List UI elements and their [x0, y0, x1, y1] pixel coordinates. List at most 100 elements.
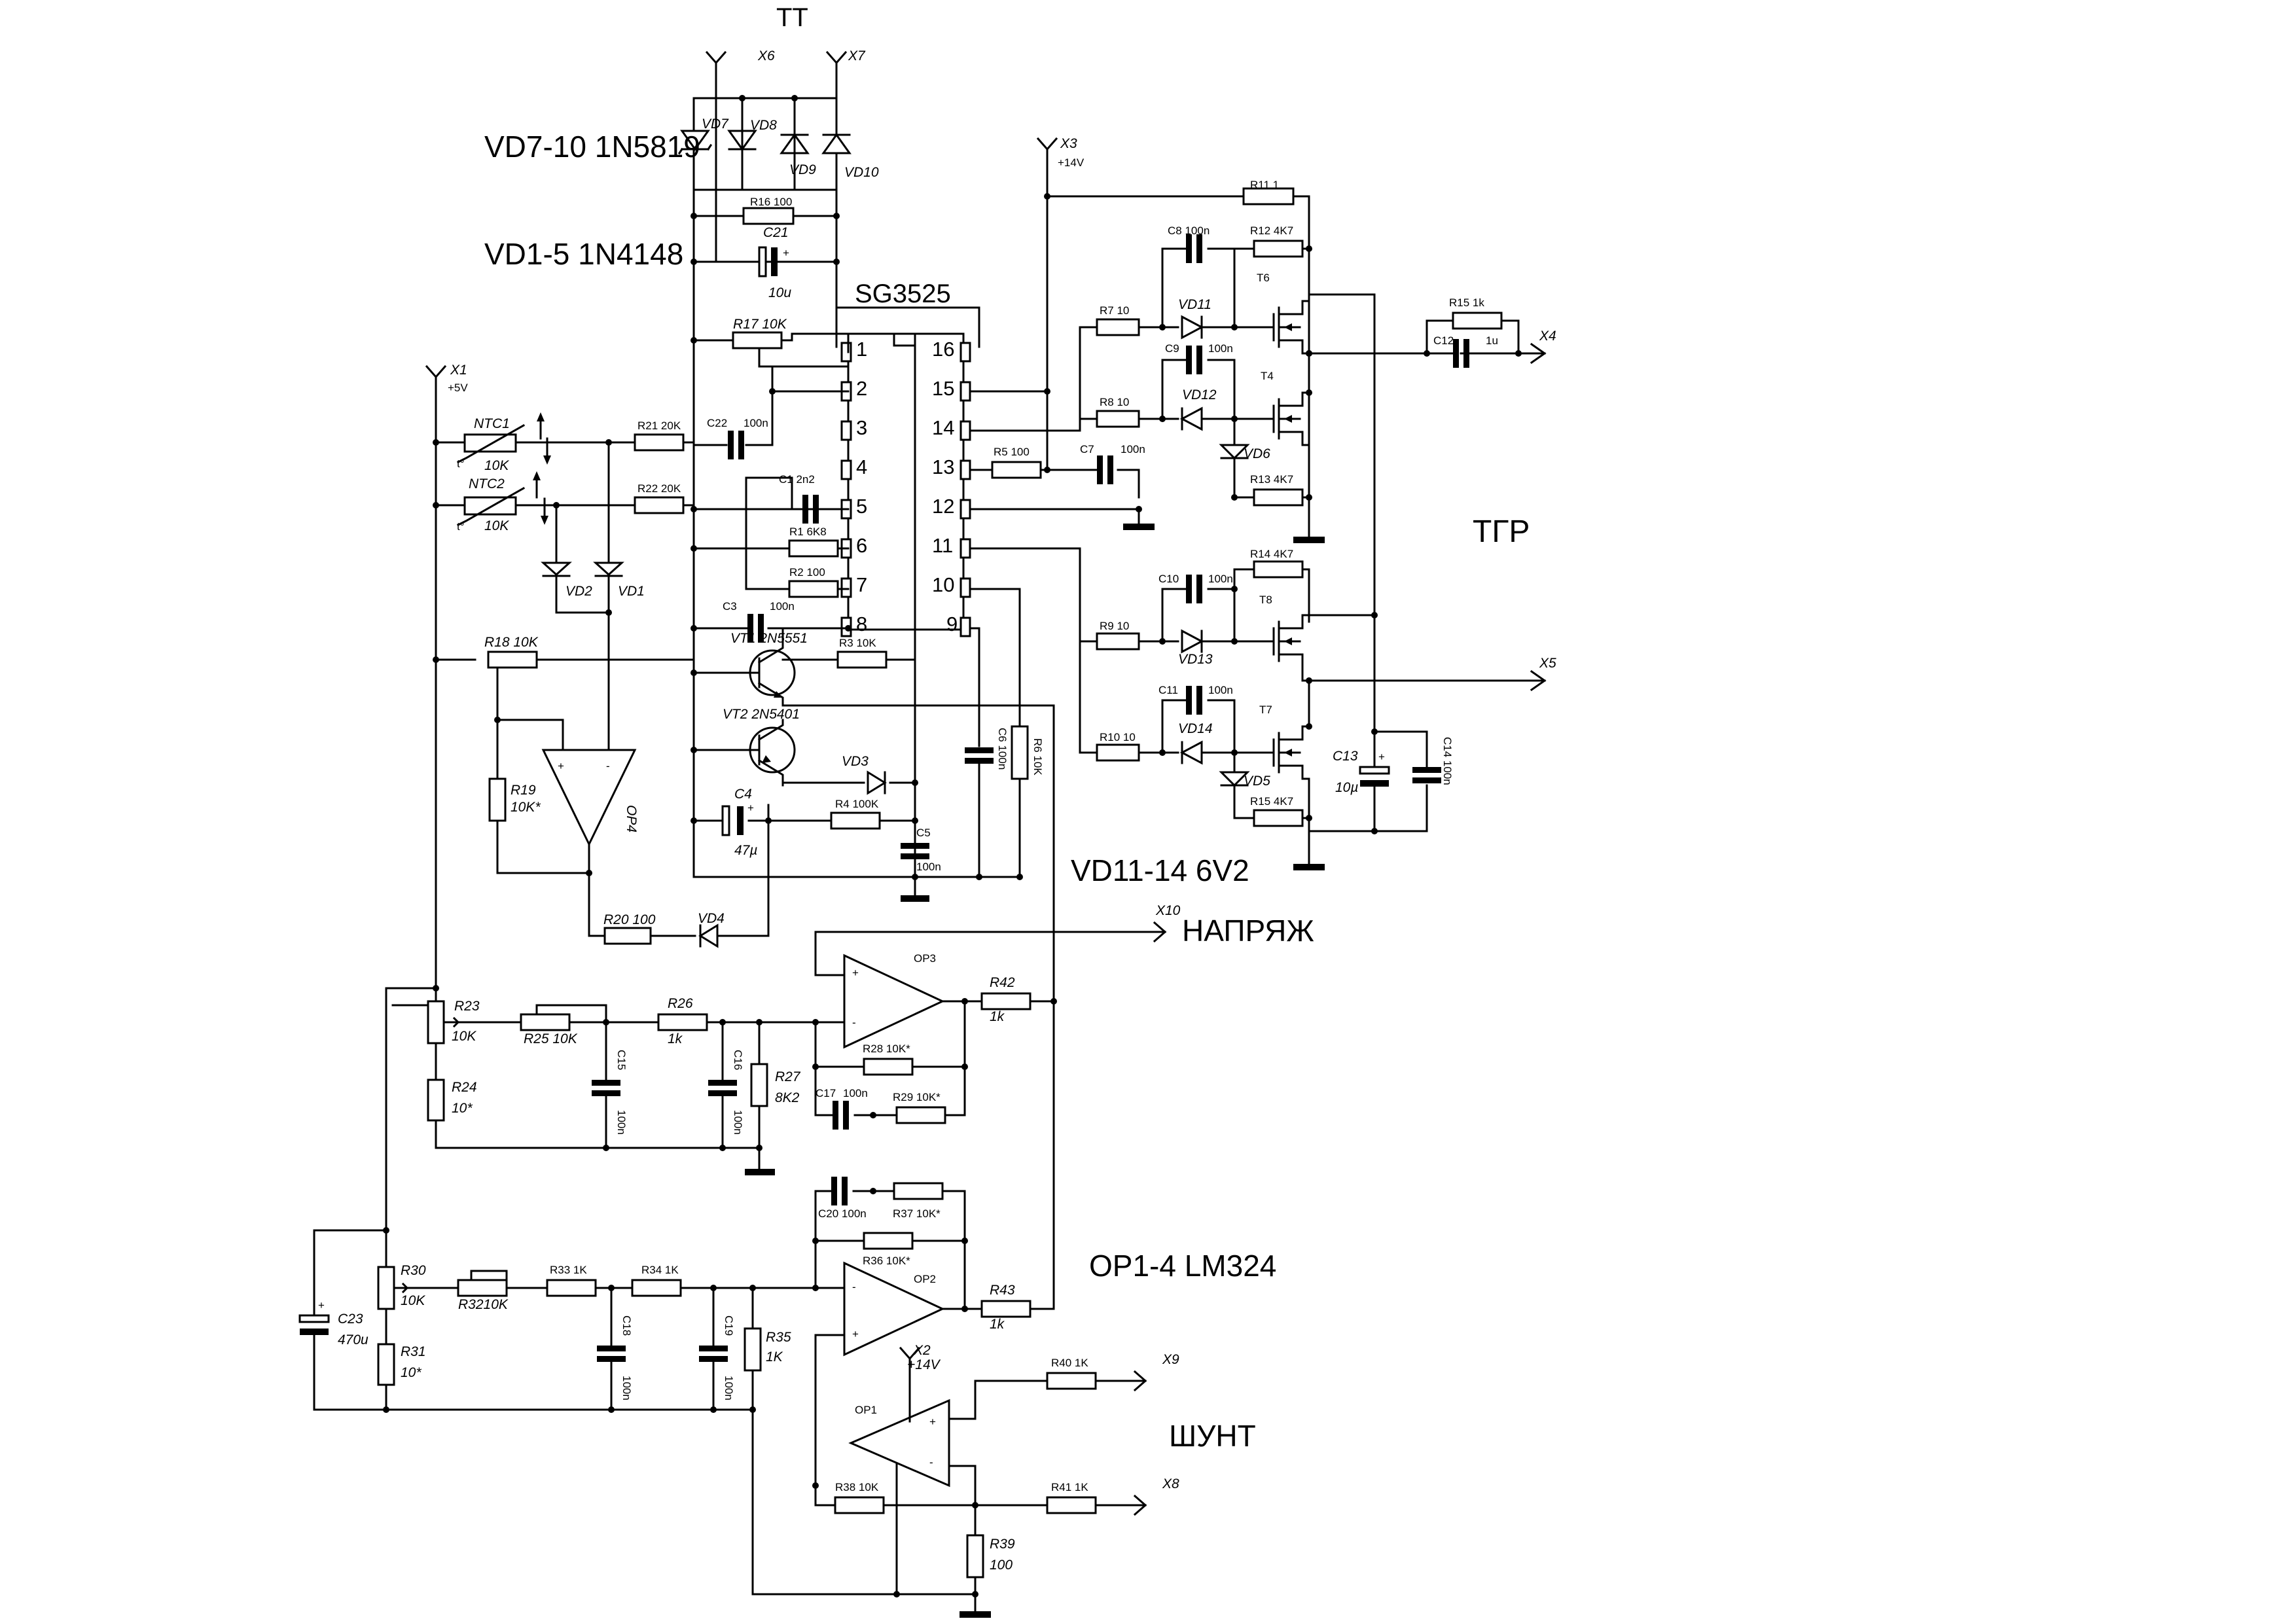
c8-label: C8 100n — [1168, 224, 1210, 237]
r42-value: 1k — [990, 1009, 1005, 1024]
r2-label: R2 100 — [789, 566, 825, 579]
r2-resistor — [788, 580, 839, 598]
x8-label: X8 — [1162, 1476, 1179, 1491]
op1-amplifier — [848, 1399, 950, 1488]
vd14-label: VD14 — [1178, 721, 1213, 736]
r10-label: R10 10 — [1100, 731, 1136, 743]
r32-potentiometer — [457, 1279, 508, 1297]
pin9-10-network: C6 100n R6 10K — [965, 588, 1044, 880]
r35-resistor — [744, 1327, 762, 1372]
r35-label: R35 — [766, 1330, 791, 1345]
pin-4: 4 — [856, 455, 867, 478]
r41-label: R41 1K — [1051, 1481, 1088, 1493]
c4-value: 47µ — [734, 843, 757, 858]
c4-capacitor — [721, 805, 730, 836]
r22-label: R22 20K — [637, 482, 681, 495]
r23-value: 10K — [452, 1029, 476, 1044]
r16-resistor — [742, 207, 795, 225]
op4-block: R18 10K + - OP4 R19 10K* R20 100 VD4 — [433, 635, 770, 948]
vd7-diode — [680, 130, 710, 151]
c21-value: 10u — [768, 285, 791, 300]
r38-label: R38 10K — [835, 1481, 879, 1493]
vd11-diode — [1181, 315, 1204, 340]
c15-capacitor — [592, 1080, 620, 1086]
c17-value: 100n — [843, 1087, 868, 1099]
ntc2-thermistor — [463, 496, 517, 516]
x7-label: X7 — [848, 48, 866, 63]
r7-label: R7 10 — [1100, 304, 1129, 317]
r5-label: R5 100 — [994, 446, 1030, 458]
x1-connector — [425, 365, 447, 990]
r20-label: R20 100 — [603, 912, 656, 927]
c1-capacitor — [802, 495, 808, 524]
r25-potentiometer — [520, 1013, 571, 1031]
c18-value: 100n — [620, 1376, 633, 1400]
r30-potentiometer — [377, 1266, 395, 1310]
vd7-label: VD7 — [702, 116, 729, 132]
c13-value: 10µ — [1335, 780, 1358, 795]
r15a-resistor — [1452, 312, 1503, 330]
vd3-label: VD3 — [842, 754, 869, 769]
c19-value: 100n — [723, 1376, 735, 1400]
vd8-label: VD8 — [750, 118, 777, 133]
pin-12: 12 — [932, 495, 954, 518]
c16-value: 100n — [732, 1110, 744, 1135]
r18-label: R18 10K — [484, 635, 539, 650]
r37-resistor — [893, 1182, 944, 1200]
c14-label: C14 100n — [1441, 737, 1454, 785]
op1-shunt-block: + - OP1 X2 +14V R40 1K X9 ШУНТ R41 1K X8… — [812, 1343, 1256, 1618]
r17-label: R17 10K — [733, 317, 787, 332]
sg3525-body — [847, 332, 965, 631]
vd11-14-note: VD11-14 6V2 — [1071, 853, 1249, 887]
r19-resistor — [488, 777, 507, 822]
svg-text:+: + — [929, 1416, 936, 1428]
c6-capacitor — [965, 747, 994, 753]
r29-label: R29 10K* — [893, 1091, 941, 1103]
svg-text:-: - — [852, 1016, 856, 1029]
r21-label: R21 20K — [637, 419, 681, 432]
napr-label: НАПРЯЖ — [1182, 914, 1314, 948]
t7-label: T7 — [1259, 704, 1272, 716]
vt1-label: VT1 2N5551 — [730, 631, 808, 646]
t8-mosfet — [1272, 614, 1310, 682]
r8-resistor — [1096, 410, 1140, 428]
c18-capacitor — [597, 1346, 626, 1351]
pin-9: 9 — [946, 613, 958, 635]
c19-capacitor — [699, 1346, 728, 1351]
t6-mosfet — [1272, 300, 1310, 355]
vd1-diode — [593, 562, 624, 577]
sg3525-pins — [840, 342, 971, 637]
c10-capacitor — [1186, 575, 1192, 603]
r31-resistor — [377, 1343, 395, 1386]
r23-label: R23 — [454, 999, 480, 1014]
tt-rectifier-block: ТТ X6 X7 VD7 VD8 VD9 VD10 VD7-10 1N5819 … — [484, 3, 879, 878]
pin5-7-network: C1 2n2 R1 6K8 R2 100 — [691, 473, 850, 598]
c13-capacitor — [1359, 766, 1390, 775]
r16-label: R16 100 — [750, 196, 792, 208]
vd12-label: VD12 — [1182, 387, 1217, 402]
vd2-label: VD2 — [565, 584, 592, 599]
vt2-label: VT2 2N5401 — [723, 707, 800, 722]
c9-label: C9 — [1165, 342, 1179, 355]
pin2-network: C22 100n — [692, 365, 850, 459]
c3-capacitor — [747, 614, 753, 643]
x5-label: X5 — [1539, 656, 1556, 671]
svg-text:-: - — [852, 1281, 856, 1293]
c5-capacitor — [901, 843, 929, 849]
vd10-diode — [821, 133, 852, 154]
c11-label: C11 — [1158, 684, 1178, 696]
r3-label: R3 10K — [839, 637, 876, 649]
c7-capacitor — [1097, 455, 1103, 484]
vd3-diode — [867, 770, 887, 795]
r32-label: R3210K — [458, 1297, 509, 1312]
r24-resistor — [427, 1079, 445, 1122]
shunt-label: ШУНТ — [1169, 1419, 1256, 1453]
r13-resistor — [1253, 488, 1304, 507]
r26-value: 1k — [668, 1031, 683, 1046]
x1-label: X1 — [450, 363, 467, 378]
tt-label: ТТ — [776, 3, 808, 32]
x2-label: X2 — [913, 1343, 931, 1358]
ntc-sensor-block: X1 +5V t° NTC1 10K R21 20K t° NTC2 10K R… — [425, 363, 695, 990]
r40-resistor — [1046, 1372, 1097, 1390]
svg-text:+: + — [747, 802, 754, 814]
